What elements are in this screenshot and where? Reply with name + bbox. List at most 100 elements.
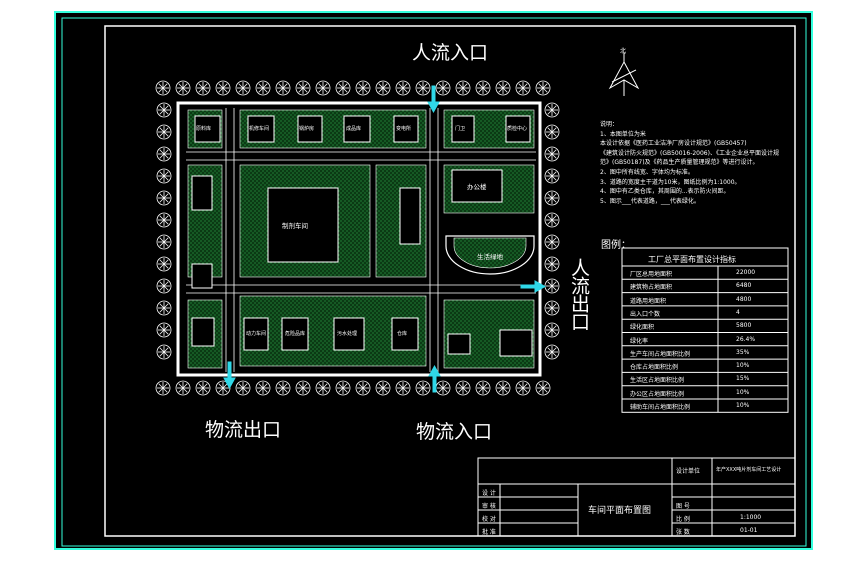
tree-icon <box>156 212 172 228</box>
tree-icon <box>544 344 560 360</box>
tree-icon <box>535 80 551 96</box>
tree-icon <box>175 80 191 96</box>
tree-icon <box>156 322 172 338</box>
tree-icon <box>275 380 291 396</box>
tree-icon <box>475 380 491 396</box>
tree-icon <box>544 190 560 206</box>
tree-icon <box>415 80 431 96</box>
entrance-arrows <box>223 85 547 393</box>
tree-icon <box>544 102 560 118</box>
index-table-grid <box>621 247 789 413</box>
tree-icon <box>535 380 551 396</box>
tree-icon <box>475 80 491 96</box>
office-label: 办公楼 <box>467 183 487 191</box>
tree-icon <box>295 80 311 96</box>
note-line: 本设计依据《医药工业洁净厂房设计规范》(GB50457) <box>600 140 747 148</box>
note-line: 1、本图单位为米 <box>600 130 646 138</box>
note-line: 5、图示___代表道路，___代表绿化。 <box>600 197 700 205</box>
index-row-label: 仓库占地面积比例 <box>630 364 679 372</box>
note-line: 2、图中所有线宽、字体均为标准。 <box>600 168 694 176</box>
building-b7-label: 质检中心 <box>507 126 528 132</box>
note-line: 《建筑设计防火规范》(GB50016-2006)、《工业企业总平面设计规 <box>600 149 779 157</box>
tree-icon <box>155 80 171 96</box>
sheet-count-value: 01-01 <box>740 527 758 534</box>
tb-left-4: 批 准 <box>482 529 496 536</box>
building-b10-label: 污水处理 <box>337 331 358 337</box>
building-b8 <box>505 115 531 143</box>
index-row-value: 4800 <box>736 295 752 303</box>
tree-icon <box>515 80 531 96</box>
tree-icon <box>315 380 331 396</box>
tree-icon <box>156 256 172 272</box>
tree-icon <box>335 80 351 96</box>
green-area-label: 生活绿地 <box>477 253 503 261</box>
sheet-inner-border <box>61 17 807 547</box>
index-row-label: 绿化面积 <box>630 324 655 332</box>
building-b9 <box>191 175 213 211</box>
tb-left-1: 设 计 <box>482 490 496 497</box>
tree-icon <box>175 380 191 396</box>
tree-icon <box>275 80 291 96</box>
goods-entrance-label: 物流入口 <box>416 421 493 443</box>
building-b1 <box>399 187 421 245</box>
tree-icon <box>195 380 211 396</box>
tree-icon <box>544 322 560 338</box>
tree-icon <box>355 380 371 396</box>
drawing-name: 车间平面布置图 <box>588 506 652 516</box>
tree-icon <box>235 80 251 96</box>
tree-icon <box>355 80 371 96</box>
building-b11 <box>191 317 215 347</box>
tb-right-3: 比 例 <box>676 516 690 523</box>
tree-icon <box>495 380 511 396</box>
title-block <box>477 457 796 537</box>
tree-icon <box>315 80 331 96</box>
tree-icon <box>495 80 511 96</box>
drawing-frame <box>104 25 796 537</box>
index-row-value: 26.4% <box>736 335 756 343</box>
index-row-label: 绿化率 <box>630 337 649 345</box>
building-b3-label: 机修车间 <box>249 126 270 132</box>
buildings <box>191 115 533 357</box>
project-name: 年产XXX吨片剂车间工艺设计 <box>716 467 782 473</box>
tree-icon <box>544 124 560 140</box>
tree-icon <box>455 80 471 96</box>
tree-icon <box>156 102 172 118</box>
office-building <box>451 169 503 203</box>
building-b7 <box>451 115 475 143</box>
tree-icon <box>335 380 351 396</box>
tree-icon <box>255 380 271 396</box>
tree-icon <box>375 380 391 396</box>
tree-icon <box>235 380 251 396</box>
building-b6 <box>393 115 419 143</box>
site-boundary <box>176 101 542 377</box>
tree-icon <box>515 380 531 396</box>
tree-icon <box>156 146 172 162</box>
tree-icon <box>544 234 560 250</box>
tree-icon <box>544 212 560 228</box>
tree-icon <box>255 80 271 96</box>
note-line: 3、道路的宽度主干道为10米，图纸比例为1:1000。 <box>600 178 741 186</box>
main-workshop-label: 制剂车间 <box>282 222 308 230</box>
roads <box>186 108 536 372</box>
tb-left-3: 校 对 <box>482 516 496 523</box>
people-exit-label: 人流出口 <box>568 258 590 330</box>
tree-icon <box>215 80 231 96</box>
note-line: 范》(GB50187)及《药品生产质量管理规范》等进行设计。 <box>600 159 759 167</box>
tree-icon <box>156 300 172 316</box>
tree-icon <box>415 380 431 396</box>
building-b1-label: 成品库 <box>346 126 362 132</box>
tree-icon <box>156 190 172 206</box>
index-row-label: 生产车间占地面积比例 <box>630 350 691 358</box>
index-row-value: 10% <box>736 362 750 370</box>
tree-icon <box>395 80 411 96</box>
tree-icon <box>156 168 172 184</box>
index-row-value: 15% <box>736 375 750 383</box>
building-b2 <box>194 115 221 143</box>
tree-icon <box>375 80 391 96</box>
tree-icon <box>455 380 471 396</box>
tree-icon <box>156 234 172 250</box>
building-b11-label: 仓库 <box>397 331 408 337</box>
tree-icon <box>156 278 172 294</box>
tb-right-2: 图 号 <box>676 503 690 510</box>
